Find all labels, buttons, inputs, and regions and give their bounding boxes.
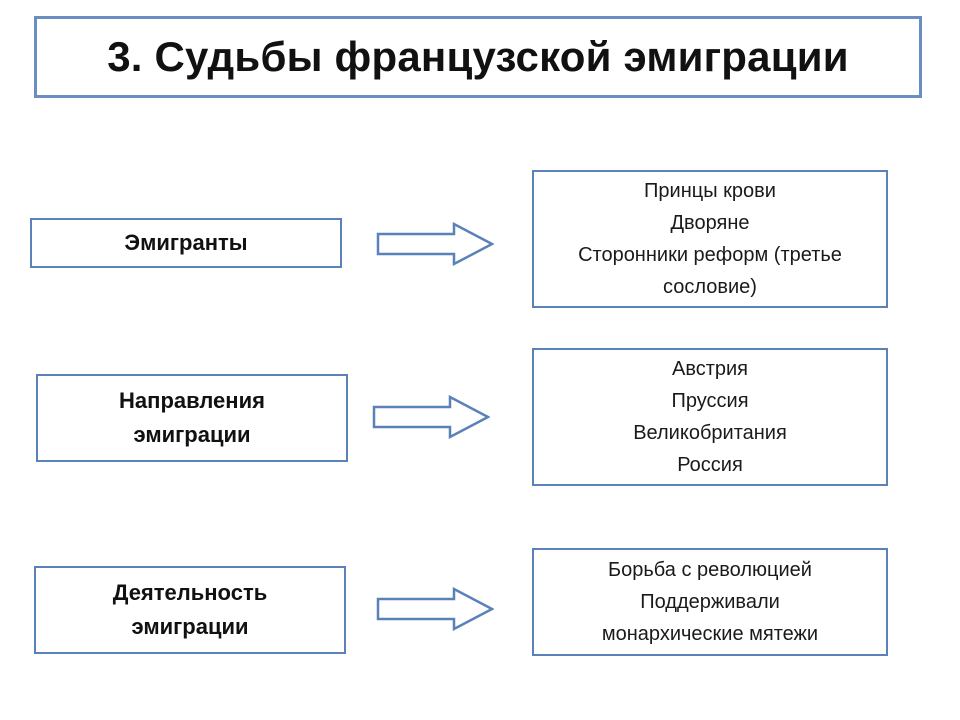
list-item: монархические мятежи <box>601 623 819 645</box>
left-box-directions: Направления эмиграции <box>36 374 348 462</box>
list-item: Борьба с революцией <box>608 559 812 581</box>
list-item: Сторонники реформ (третье <box>578 244 842 266</box>
left-box-activity: Деятельность эмиграции <box>34 566 346 654</box>
left-box-label: эмиграции <box>131 614 249 639</box>
title-box: 3. Судьбы французской эмиграции <box>34 16 922 98</box>
right-box-activity: Борьба с революцией Поддерживали монархи… <box>532 548 888 656</box>
list-item: Принцы крови <box>644 180 776 202</box>
list-item: Великобритания <box>633 422 787 444</box>
right-box-directions: Австрия Пруссия Великобритания Россия <box>532 348 888 486</box>
list-item: Поддерживали <box>640 591 780 613</box>
left-box-label: эмиграции <box>133 422 251 447</box>
right-arrow-icon <box>376 222 494 266</box>
list-item: Дворяне <box>670 212 750 234</box>
list-item: Австрия <box>671 358 749 380</box>
right-box-emigrants: Принцы крови Дворяне Сторонники реформ (… <box>532 170 888 308</box>
list-item: сословие) <box>663 276 757 298</box>
list-item: Пруссия <box>671 390 749 412</box>
left-box-emigrants: Эмигранты <box>30 218 342 268</box>
right-arrow-icon <box>376 587 494 631</box>
list-item: Россия <box>677 454 743 476</box>
left-box-label: Направления <box>119 388 265 413</box>
right-arrow-icon <box>372 395 490 439</box>
page-title: 3. Судьбы французской эмиграции <box>107 33 849 80</box>
left-box-label: Деятельность <box>112 580 268 605</box>
left-box-label: Эмигранты <box>124 230 248 255</box>
